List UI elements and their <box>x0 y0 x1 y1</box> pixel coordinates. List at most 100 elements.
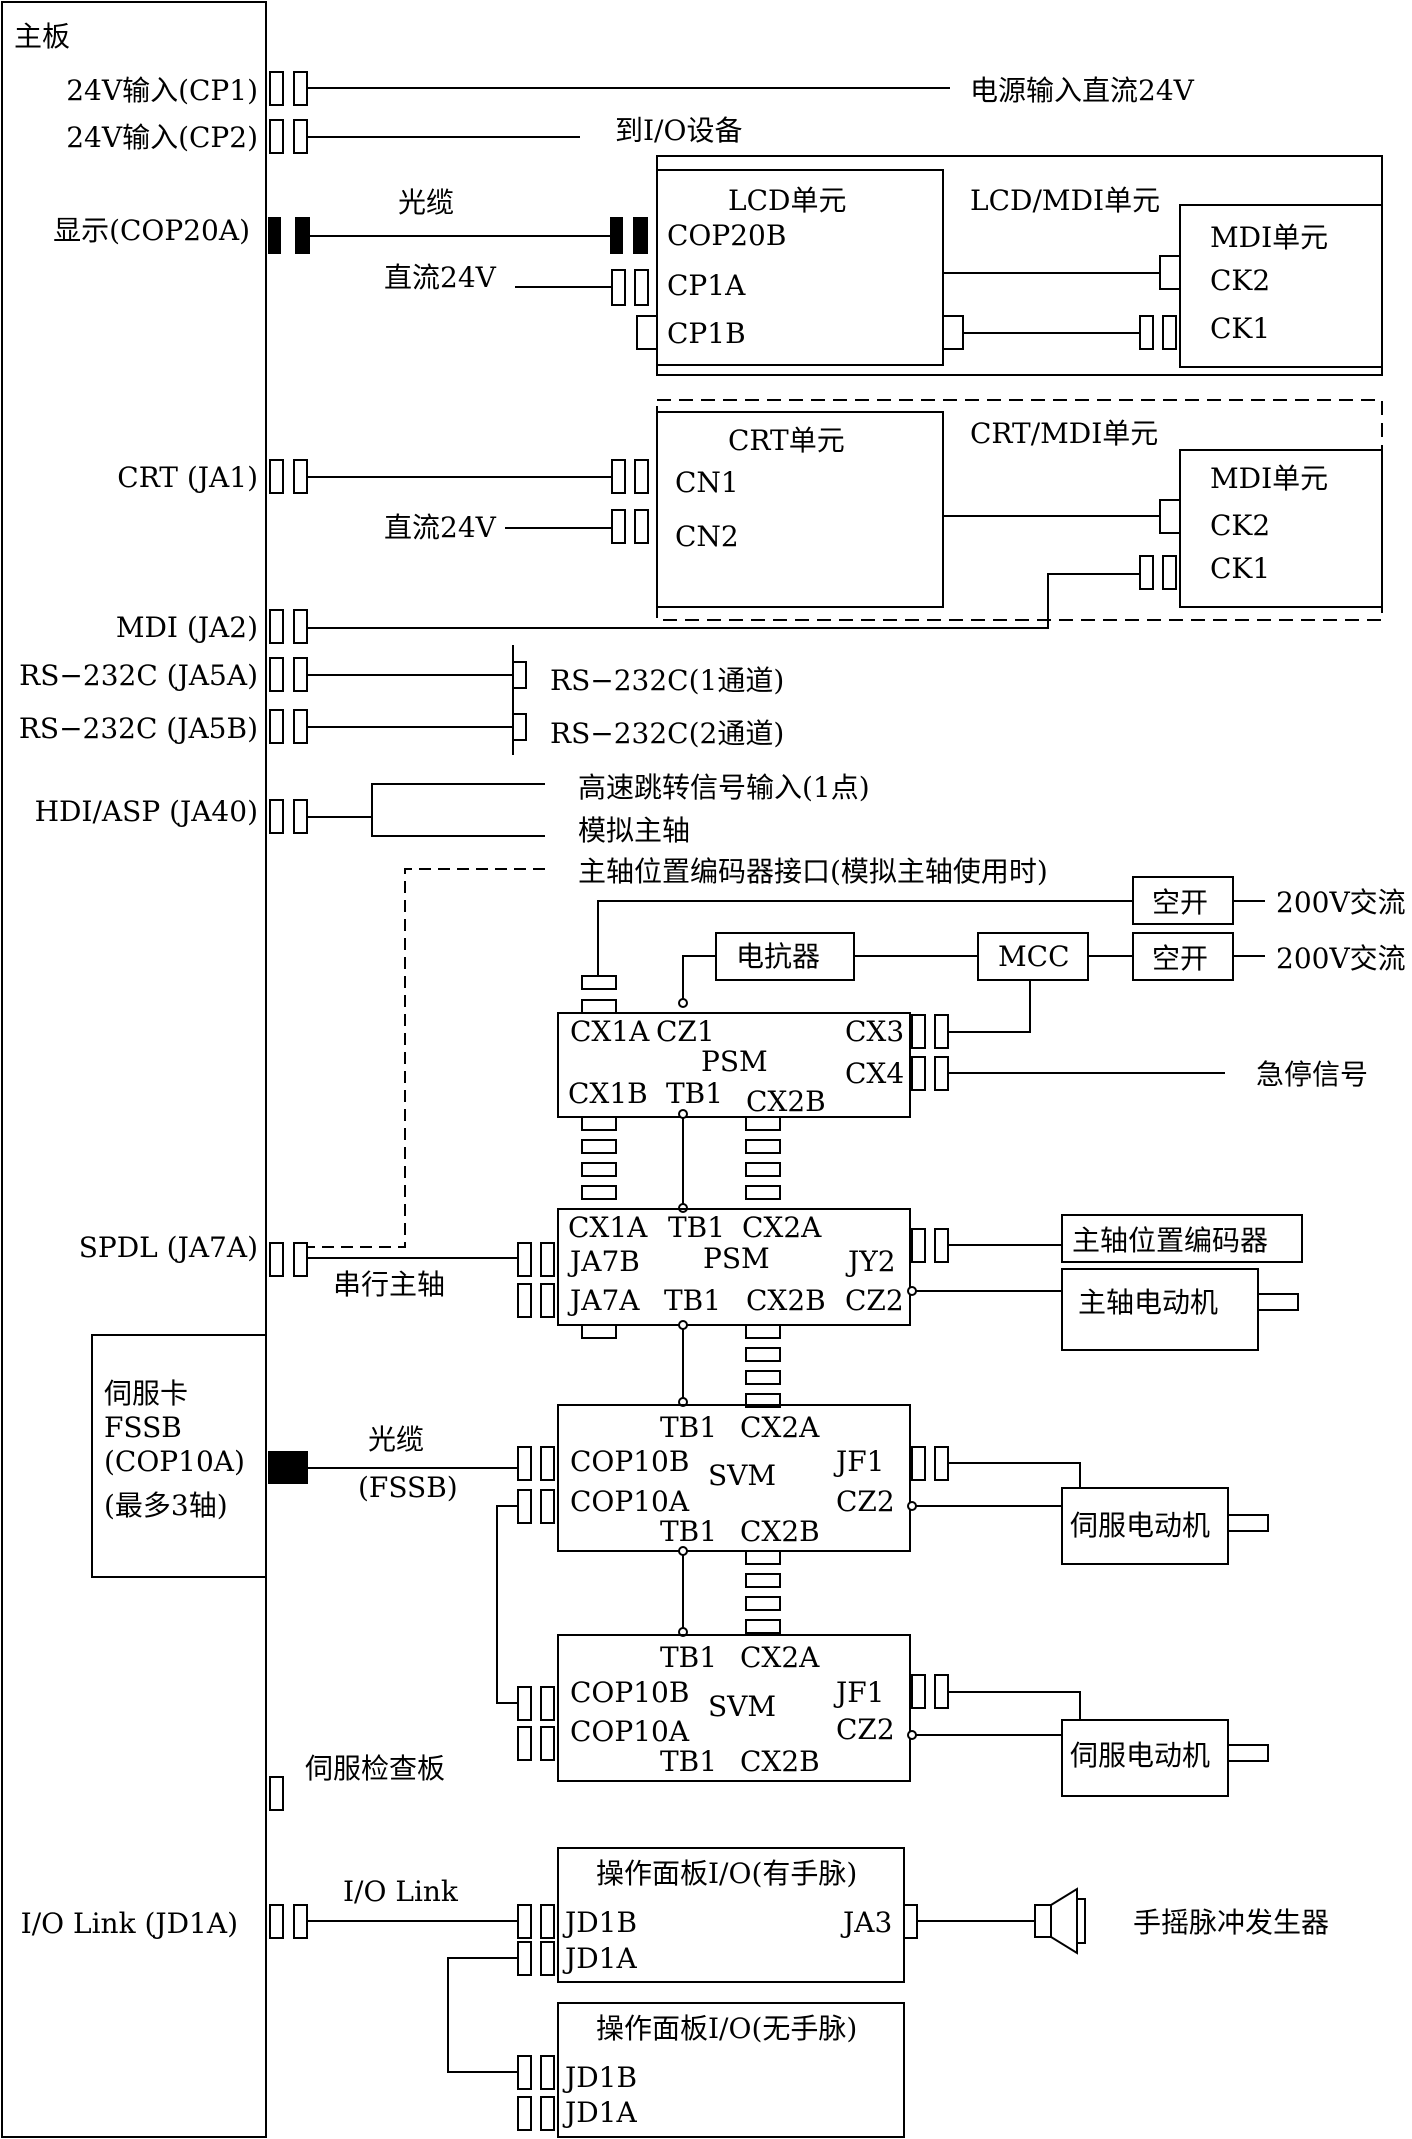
lcd-cp1b-label: CP1B <box>667 317 746 350</box>
servo-card-line4: (最多3轴) <box>104 1489 228 1522</box>
servo-card-box <box>91 1334 267 1578</box>
svm1-cop10b-label: COP10B <box>570 1445 689 1478</box>
lcd-unit-box <box>656 169 944 366</box>
port-ja2-label: MDI (JA2) <box>116 611 258 644</box>
port-cop20a-label: 显示(COP20A) <box>53 214 250 247</box>
lcd-dc24-label: 直流24V <box>384 261 497 294</box>
port-cp1-label: 24V输入(CP1) <box>66 74 258 107</box>
crt-ck2-label: CK2 <box>1210 509 1270 542</box>
lcd-cp1a-label: CP1A <box>667 269 746 302</box>
io2-box <box>557 2002 905 2138</box>
breaker-2-label: 空开 <box>1152 942 1208 975</box>
rs232-ch1-label: RS−232C(1通道) <box>550 664 784 697</box>
io-link-label: I/O Link <box>343 1875 459 1908</box>
power-to-io: 到I/O设备 <box>615 114 742 147</box>
lcd-unit-label: LCD单元 <box>728 184 846 217</box>
rs232-ch2-label: RS−232C(2通道) <box>550 717 784 750</box>
optical-connectors <box>268 217 648 1484</box>
io2-title: 操作面板I/O(无手脉) <box>596 2012 857 2045</box>
ja40-analog-label: 模拟主轴 <box>578 814 690 847</box>
psm-cz1-label: CZ1 <box>656 1015 715 1048</box>
crt-unit-label: CRT单元 <box>728 424 845 457</box>
psm-name-label: PSM <box>701 1045 768 1078</box>
svm1-cx2b-label: CX2B <box>740 1515 820 1548</box>
lcd-mdi-unit-label: MDI单元 <box>1210 221 1328 254</box>
mpg-label: 手摇脉冲发生器 <box>1133 1906 1329 1939</box>
svm2-name-label: SVM <box>708 1690 776 1723</box>
io1-ja3-label: JA3 <box>840 1906 892 1939</box>
servo-motor-2-label: 伺服电动机 <box>1070 1739 1210 1772</box>
spm-box <box>557 1208 911 1326</box>
breaker-1-label: 空开 <box>1152 886 1208 919</box>
svm1-box <box>557 1404 911 1552</box>
svm1-cz2-label: CZ2 <box>836 1485 895 1518</box>
lcd-ck2-label: CK2 <box>1210 264 1270 297</box>
crt-mdi-group-label: CRT/MDI单元 <box>970 417 1158 450</box>
spm-cx1a-label: CX1A <box>568 1211 648 1244</box>
psm-cx1a-label: CX1A <box>570 1015 650 1048</box>
ja40-encoder-if-label: 主轴位置编码器接口(模拟主轴使用时) <box>578 855 1048 888</box>
servo-card-line2: FSSB <box>104 1411 182 1444</box>
svm2-tb1-bot-label: TB1 <box>660 1745 717 1778</box>
psm-cx3-label: CX3 <box>845 1015 904 1048</box>
power-dc24-input: 电源输入直流24V <box>970 74 1195 107</box>
io2-jd1a-label: JD1A <box>562 2096 637 2129</box>
spm-tb1-top-label: TB1 <box>668 1211 725 1244</box>
svm1-tb1-bot-label: TB1 <box>660 1515 717 1548</box>
crt-cn1-label: CN1 <box>675 466 739 499</box>
cable-optical-label: 光缆 <box>398 186 454 219</box>
port-ja40-label: HDI/ASP (JA40) <box>35 795 258 828</box>
port-ja5b-label: RS−232C (JA5B) <box>19 712 258 745</box>
spm-jy2-label: JY2 <box>845 1245 896 1278</box>
svm1-cop10a-label: COP10A <box>570 1485 690 1518</box>
spm-cz2-label: CZ2 <box>845 1284 904 1317</box>
mainboard-title: 主板 <box>14 20 70 53</box>
port-cp2-label: 24V输入(CP2) <box>66 121 258 154</box>
spm-ja7a-label: JA7A <box>567 1284 640 1317</box>
io2-jd1b-label: JD1B <box>562 2061 637 2094</box>
crt-dc24-label: 直流24V <box>384 511 497 544</box>
servo-motor-1-label: 伺服电动机 <box>1070 1509 1210 1542</box>
psm-cx2b-label: CX2B <box>746 1085 826 1118</box>
servo-card-line3: (COP10A) <box>104 1445 245 1478</box>
lcd-mdi-group-label: LCD/MDI单元 <box>970 184 1160 217</box>
spindle-encoder-box <box>1061 1214 1303 1263</box>
port-jd1a-label: I/O Link (JD1A) <box>21 1907 238 1940</box>
crt-mdi-unit-label: MDI单元 <box>1210 462 1328 495</box>
io1-jd1b-label: JD1B <box>562 1906 637 1939</box>
cable-optical-fssb-label: 光缆 <box>368 1423 424 1456</box>
svm1-cx2a-label: CX2A <box>740 1411 820 1444</box>
lcd-cop20b-label: COP20B <box>667 219 786 252</box>
spm-name-label: PSM <box>703 1242 770 1275</box>
svm2-cx2b-label: CX2B <box>740 1745 820 1778</box>
spm-tb1-bot-label: TB1 <box>664 1284 721 1317</box>
mpg-icon <box>1034 1887 1086 1955</box>
cable-fssb-label: (FSSB) <box>358 1471 458 1504</box>
servo-card-line1: 伺服卡 <box>104 1377 188 1410</box>
port-ja7a-label: SPDL (JA7A) <box>79 1231 258 1264</box>
svm1-jf1-label: JF1 <box>833 1445 884 1478</box>
svm2-cop10b-label: COP10B <box>570 1676 689 1709</box>
psm-cx4-label: CX4 <box>845 1057 904 1090</box>
mainboard-connectors <box>269 71 308 1939</box>
crt-unit-box <box>656 411 944 608</box>
svm2-cop10a-label: COP10A <box>570 1715 690 1748</box>
svm1-name-label: SVM <box>708 1459 776 1492</box>
port-ja1-label: CRT (JA1) <box>117 461 258 494</box>
spm-ja7b-label: JA7B <box>567 1245 640 1278</box>
ac200-2-label: 200V交流 <box>1276 942 1406 975</box>
io1-title: 操作面板I/O(有手脉) <box>596 1857 857 1890</box>
crt-cn2-label: CN2 <box>675 520 739 553</box>
crt-ck1-label: CK1 <box>1210 552 1270 585</box>
svm2-cx2a-label: CX2A <box>740 1641 820 1674</box>
ac200-1-label: 200V交流 <box>1276 886 1406 919</box>
svm2-box <box>557 1634 911 1782</box>
psm-tb1-label: TB1 <box>666 1077 723 1110</box>
io1-jd1a-label: JD1A <box>562 1942 637 1975</box>
reactor-label: 电抗器 <box>736 940 820 973</box>
psm-box <box>557 1012 911 1118</box>
crt-mdi-group-box <box>656 399 1383 621</box>
spm-cx2b-label: CX2B <box>746 1284 826 1317</box>
spm-cx2a-label: CX2A <box>742 1211 822 1244</box>
